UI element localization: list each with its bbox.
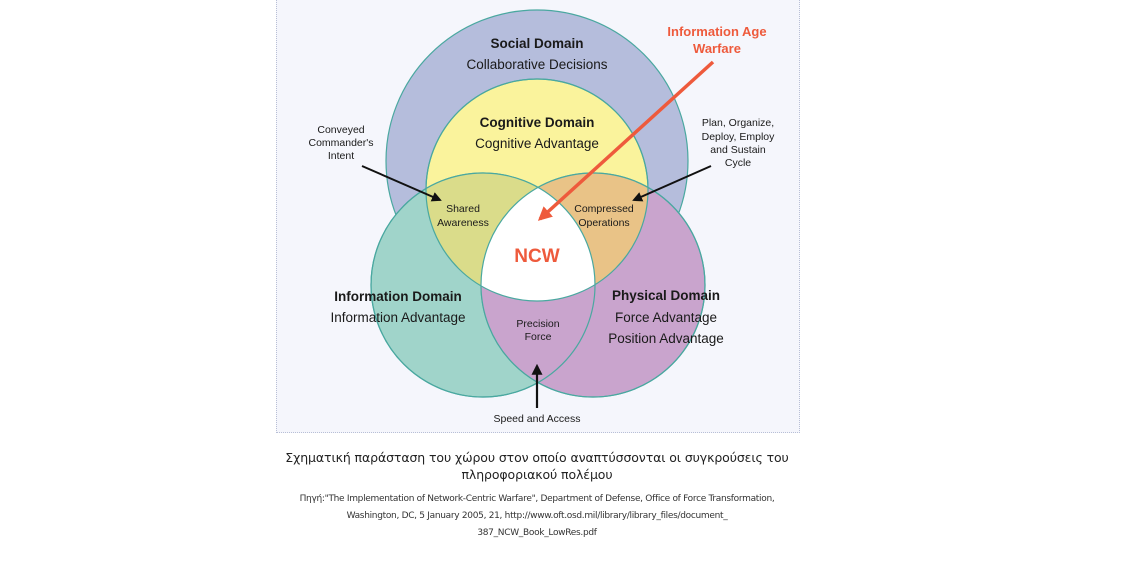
cognitive-domain-title: Cognitive Domain bbox=[480, 115, 595, 130]
plan-cycle-label-2: Deploy, Employ bbox=[702, 131, 776, 143]
figure-caption: Σχηματική παράσταση του χώρου στον οποίο… bbox=[276, 449, 798, 483]
information-age-warfare-label-2: Warfare bbox=[693, 41, 741, 56]
information-domain-title: Information Domain bbox=[334, 289, 462, 304]
shared-awareness-label-2: Awareness bbox=[437, 217, 489, 229]
social-domain-title: Social Domain bbox=[490, 36, 583, 51]
commanders-intent-label-2: Commander's bbox=[308, 137, 373, 149]
plan-cycle-label-3: and Sustain bbox=[710, 144, 766, 156]
physical-domain-title: Physical Domain bbox=[612, 288, 720, 303]
compressed-operations-label-2: Operations bbox=[578, 217, 629, 229]
speed-access-label: Speed and Access bbox=[494, 413, 581, 425]
plan-cycle-arrow bbox=[632, 165, 712, 202]
information-age-warfare-arrow bbox=[537, 60, 715, 221]
commanders-intent-label-3: Intent bbox=[328, 150, 354, 162]
precision-force-label-2: Force bbox=[525, 331, 552, 343]
ncw-center-region bbox=[481, 173, 595, 301]
plan-cycle-label-4: Cycle bbox=[725, 157, 751, 169]
ncw-domains-diagram: Social Domain Collaborative Decisions Co… bbox=[308, 9, 776, 425]
figure-source: Πηγή:"The Implementation of Network-Cent… bbox=[276, 491, 798, 542]
commanders-intent-arrow bbox=[361, 165, 442, 202]
commanders-intent-label-1: Conveyed bbox=[317, 124, 364, 136]
precision-force-label-1: Precision bbox=[516, 318, 559, 330]
compressed-operations-label-1: Compressed bbox=[574, 203, 634, 215]
source-line-3: 387_NCW_Book_LowRes.pdf bbox=[477, 528, 597, 538]
caption-line-2: πληροφοριακού πολέμου bbox=[461, 467, 613, 482]
shared-awareness-label-1: Shared bbox=[446, 203, 480, 215]
ncw-label: NCW bbox=[514, 246, 559, 267]
plan-cycle-label-1: Plan, Organize, bbox=[702, 117, 774, 129]
information-age-warfare-label-1: Information Age bbox=[667, 24, 766, 39]
cognitive-domain-subtitle: Cognitive Advantage bbox=[475, 136, 599, 151]
caption-line-1: Σχηματική παράσταση του χώρου στον οποίο… bbox=[285, 450, 789, 465]
physical-domain-line-2: Position Advantage bbox=[608, 331, 724, 346]
social-domain-subtitle: Collaborative Decisions bbox=[466, 57, 607, 72]
information-domain-subtitle: Information Advantage bbox=[330, 310, 465, 325]
source-line-2: Washington, DC, 5 January 2005, 21, http… bbox=[346, 511, 728, 521]
source-line-1: Πηγή:"The Implementation of Network-Cent… bbox=[299, 494, 775, 504]
physical-domain-line-1: Force Advantage bbox=[615, 310, 717, 325]
